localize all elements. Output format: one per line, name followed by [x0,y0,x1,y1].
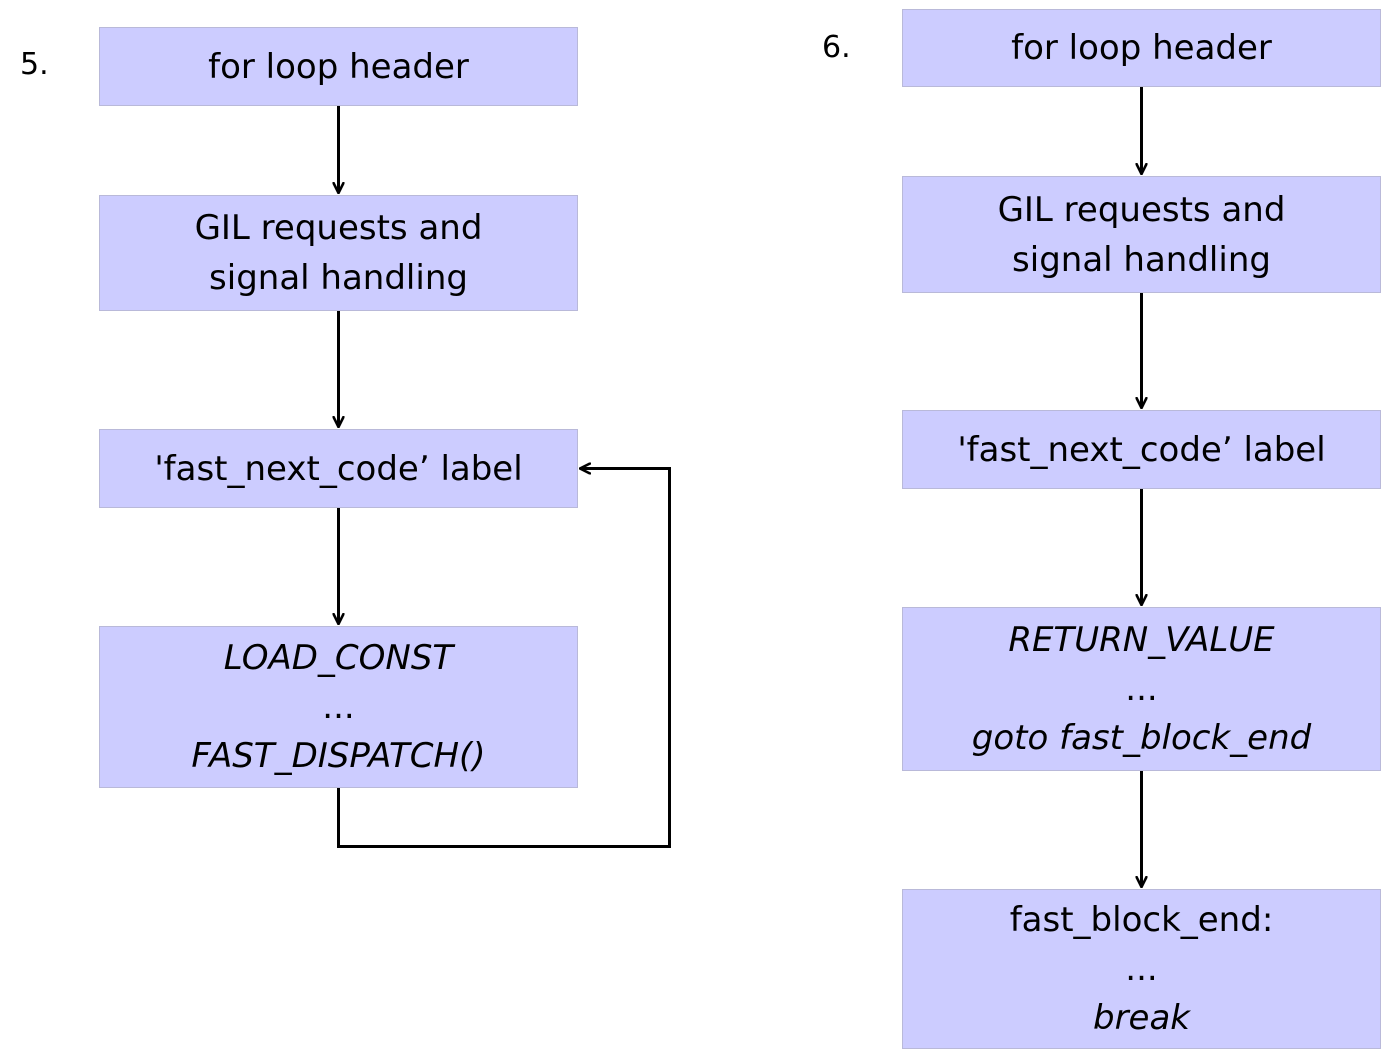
right-fast-block-end-box: fast_block_end: ... break [902,889,1381,1049]
right-break-line: break [1092,998,1190,1038]
left-gil-line-1: GIL requests and [194,208,483,248]
right-return-value-box: RETURN_VALUE ... goto fast_block_end [902,607,1381,771]
right-return-value-line: RETURN_VALUE [1008,620,1275,660]
right-goto-line: goto fast_block_end [971,718,1312,758]
left-arrow-loop-back [337,469,671,848]
left-load-const-box: LOAD_CONST ... FAST_DISPATCH() [99,626,578,788]
left-for-loop-header-box: for loop header [99,27,578,106]
right-fast-block-end-ellipsis: ... [1125,949,1158,989]
right-fast-block-end-line: fast_block_end: [1009,900,1274,940]
left-gil-line-2: signal handling [209,258,468,298]
left-fast-dispatch-line: FAST_DISPATCH() [191,736,486,776]
left-load-const-ellipsis: ... [322,687,355,727]
right-for-loop-header-box: for loop header [902,9,1381,87]
right-return-value-ellipsis: ... [1125,669,1158,709]
diagram-5-number: 5. [20,47,49,82]
right-gil-line-2: signal handling [1012,239,1271,280]
left-fast-next-code-text: 'fast_next_code’ label [154,448,523,489]
right-fast-next-code-text: 'fast_next_code’ label [957,429,1326,470]
right-gil-line-1: GIL requests and [997,189,1286,230]
diagram-6-number: 6. [822,30,851,65]
left-fast-next-code-box: 'fast_next_code’ label [99,429,578,508]
right-fast-next-code-box: 'fast_next_code’ label [902,410,1381,489]
left-gil-signal-box: GIL requests and signal handling [99,195,578,311]
left-for-loop-header-text: for loop header [208,46,469,87]
left-load-const-line: LOAD_CONST [223,638,454,678]
right-for-loop-header-text: for loop header [1011,28,1272,68]
right-gil-signal-box: GIL requests and signal handling [902,176,1381,293]
